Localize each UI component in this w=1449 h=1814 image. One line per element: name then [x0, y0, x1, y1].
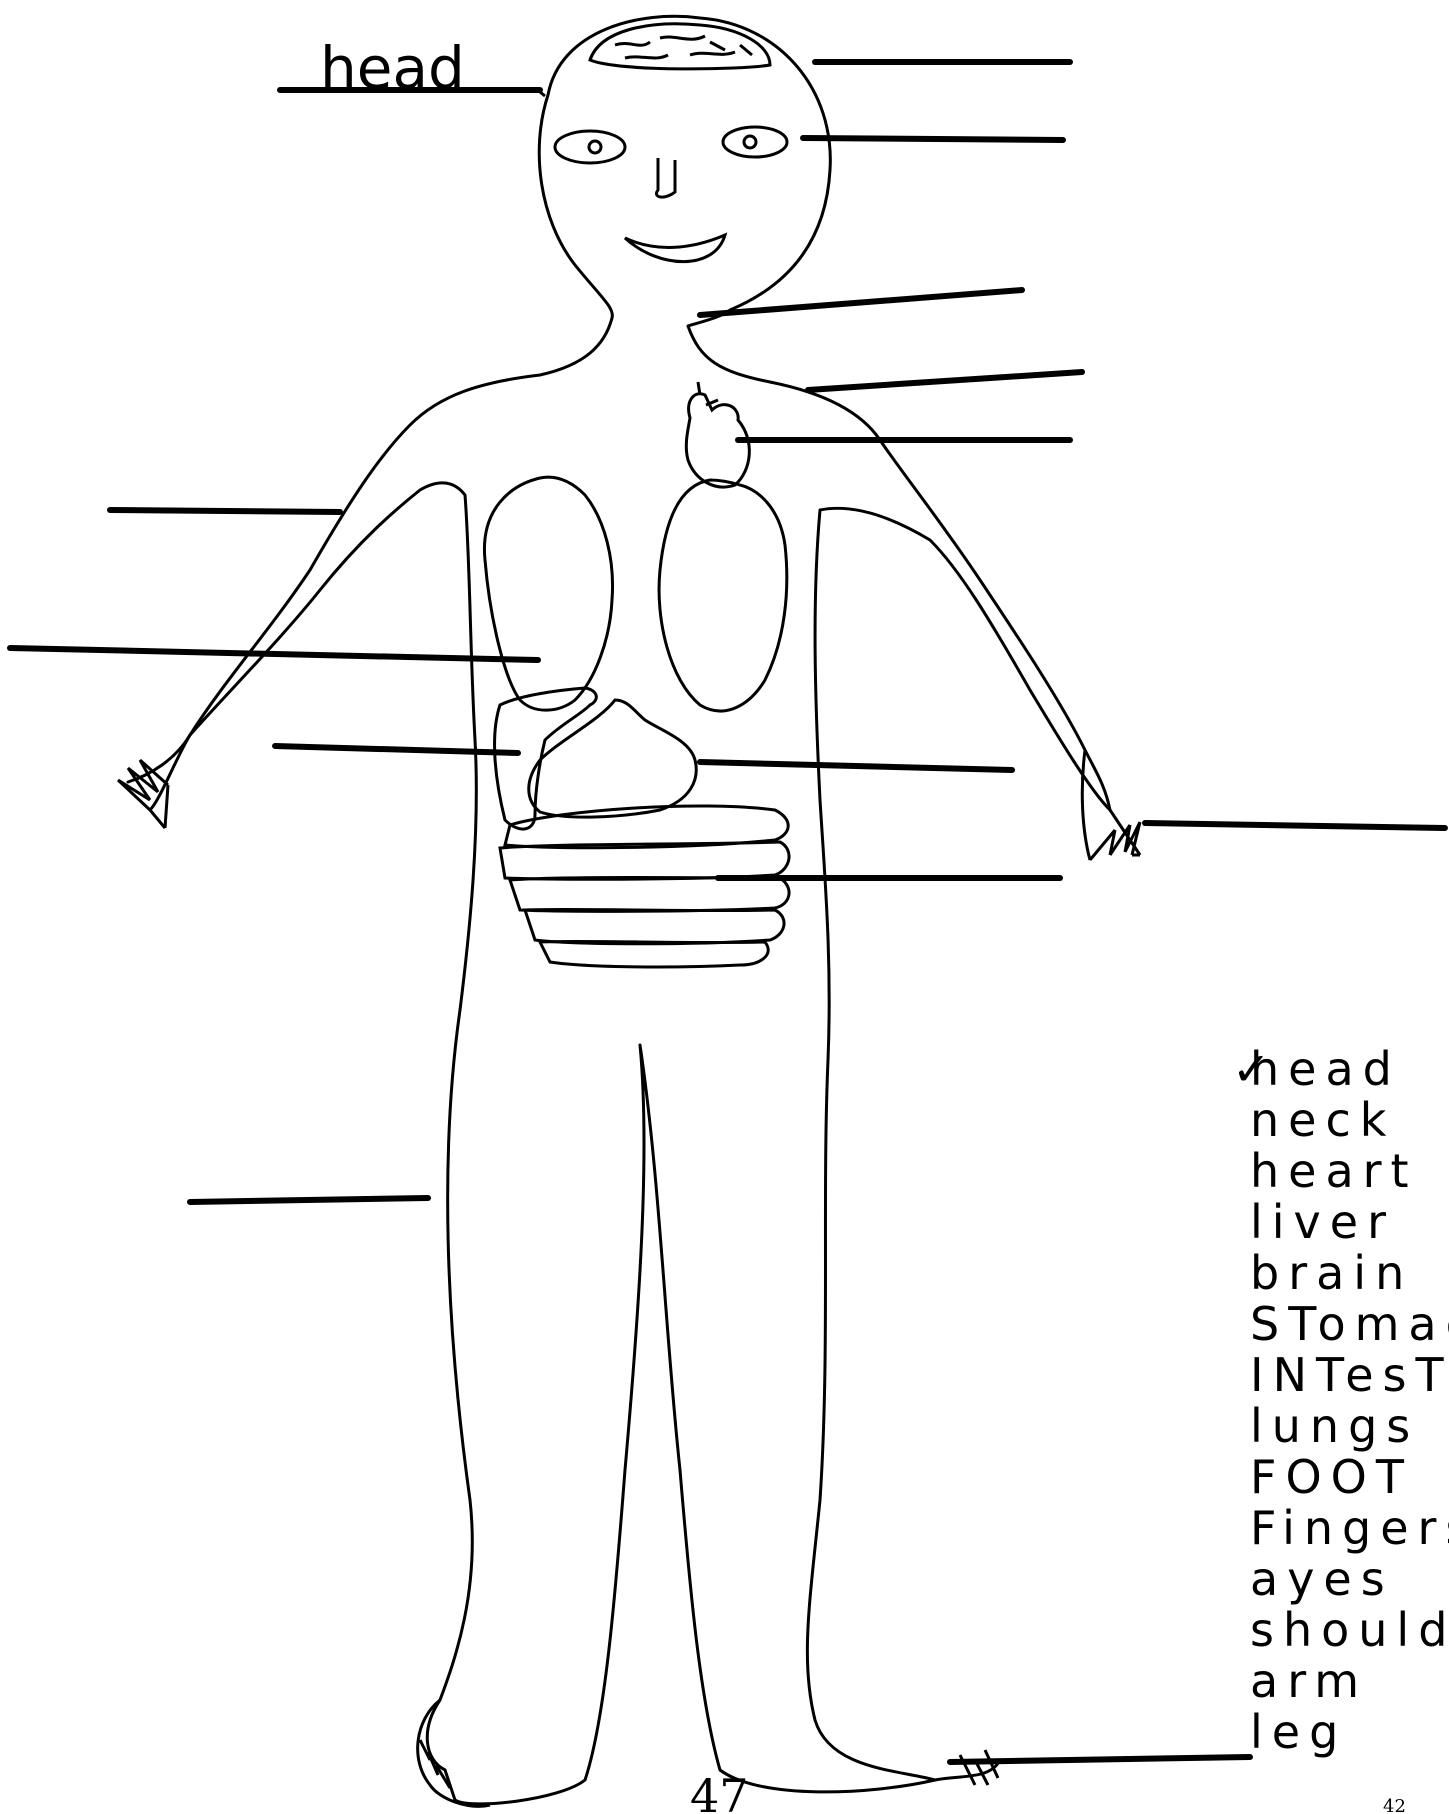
nose-drawing — [656, 158, 675, 197]
word-bank-item: arm — [1250, 1654, 1368, 1708]
word-bank-item: STomac — [1250, 1297, 1449, 1351]
right-lung-drawing — [659, 480, 787, 711]
answer-line-fingers — [1145, 823, 1445, 828]
heart-drawing — [686, 382, 749, 487]
body-drawing — [118, 16, 1140, 1806]
answer-line-shoulder — [808, 372, 1082, 390]
stomach-drawing — [529, 700, 696, 817]
legs-inner — [445, 1045, 935, 1804]
word-bank-item: Fingers — [1250, 1501, 1449, 1555]
mouth-drawing — [625, 235, 725, 262]
left-foot-drawing — [418, 1700, 490, 1806]
right-hand-drawing — [1082, 750, 1140, 860]
answer-line-head-pointer — [540, 92, 545, 96]
word-bank-item: INTesTIN — [1250, 1348, 1449, 1402]
answer-line-leg — [190, 1198, 428, 1202]
word-bank-item: heart — [1250, 1144, 1418, 1198]
word-bank: ✓headneckheartliverbrainSTomacINTesTINlu… — [1232, 1042, 1449, 1759]
torso-outline — [128, 318, 1110, 810]
word-bank-item: should — [1250, 1603, 1449, 1657]
word-bank-item: leg — [1250, 1705, 1347, 1759]
corner-page-number: 42 — [1383, 1796, 1406, 1814]
word-bank-item: head — [1250, 1042, 1401, 1096]
answer-line-stomach — [700, 762, 1012, 770]
answer-line-foot — [950, 1757, 1250, 1762]
answer-line-arm — [110, 510, 340, 512]
filled-label-head: head — [320, 34, 465, 102]
word-bank-item: brain — [1250, 1246, 1413, 1300]
word-bank-item: lungs — [1250, 1399, 1419, 1453]
answer-line-liver — [275, 746, 518, 753]
word-bank-item: ayes — [1250, 1552, 1394, 1606]
left-lung-drawing — [484, 477, 612, 710]
eyes-drawing — [555, 127, 787, 163]
answer-line-eyes — [803, 138, 1063, 140]
right-foot-drawing — [935, 1750, 1000, 1785]
word-bank-item: liver — [1250, 1195, 1395, 1249]
word-bank-item: FOOT — [1250, 1450, 1413, 1504]
word-bank-item: neck — [1250, 1093, 1395, 1147]
answer-line-lung — [10, 648, 538, 660]
intestines-drawing — [500, 806, 789, 967]
page-number: 47 — [690, 1769, 749, 1814]
head-outline — [539, 16, 830, 326]
brain-drawing — [590, 24, 770, 69]
